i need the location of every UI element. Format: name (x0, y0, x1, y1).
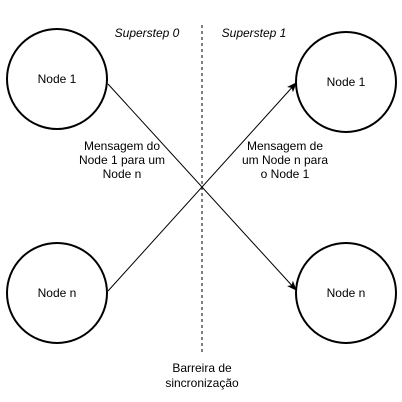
barrier-label-line-1: Barreira de (172, 361, 232, 375)
node-left-bottom-label: Node n (38, 286, 77, 300)
node-left-bottom: Node n (6, 242, 108, 344)
message-left-line-2: Node 1 para um (79, 153, 165, 167)
message-left-line-3: Node n (103, 167, 142, 181)
message-left-annotation: Mensagem do Node 1 para um Node n (79, 139, 165, 181)
message-left-line-1: Mensagem do (84, 139, 160, 153)
edge-noden-to-node1 (107, 82, 297, 292)
node-right-bottom-label: Node n (327, 286, 366, 300)
node-left-top: Node 1 (6, 28, 108, 130)
message-right-line-3: o Node 1 (261, 167, 310, 181)
node-right-top: Node 1 (295, 31, 397, 133)
barrier-label-line-2: sincronização (165, 376, 239, 390)
message-right-annotation: Mensagem de um Node n para o Node 1 (242, 139, 328, 181)
superstep-1-label: Superstep 1 (222, 26, 287, 40)
message-right-line-2: um Node n para (242, 153, 328, 167)
barrier-annotation: Barreira de sincronização (165, 361, 239, 390)
node-right-top-label: Node 1 (327, 75, 366, 89)
superstep-0-label: Superstep 0 (115, 26, 180, 40)
node-left-top-label: Node 1 (38, 72, 77, 86)
message-right-line-1: Mensagem de (247, 139, 323, 153)
node-right-bottom: Node n (295, 242, 397, 344)
